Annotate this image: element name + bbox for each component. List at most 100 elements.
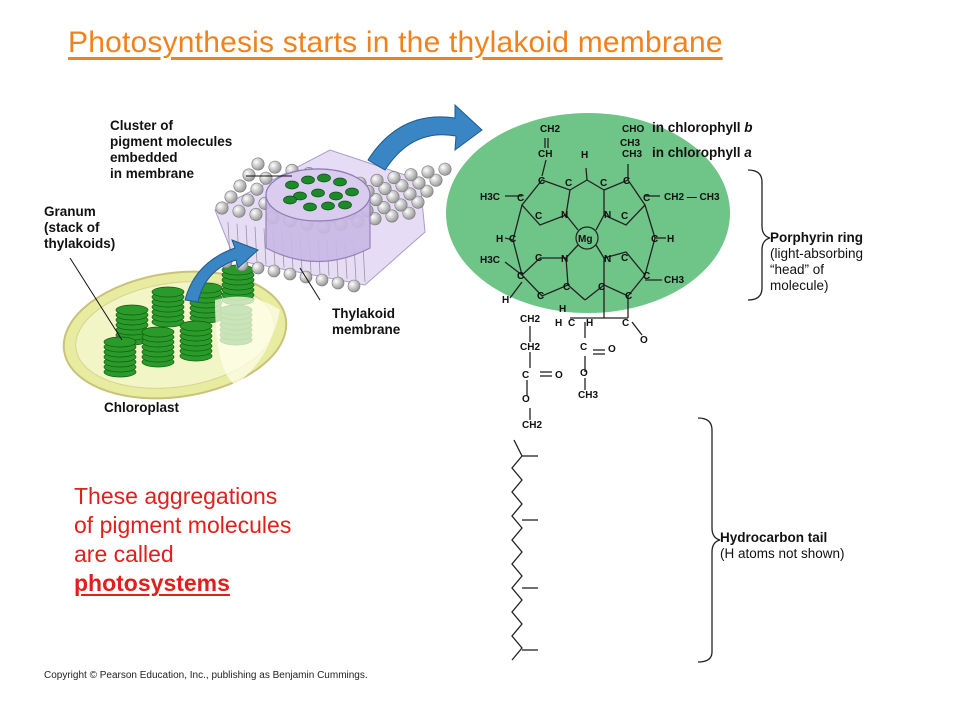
lipid-head xyxy=(386,190,400,204)
atom-ch2: CH2 xyxy=(520,314,540,325)
lipid-head xyxy=(331,276,345,290)
atom-n: N xyxy=(604,254,611,265)
atom-c: C xyxy=(537,291,544,302)
caption: These aggregations of pigment molecules … xyxy=(74,482,291,598)
atom-o: O xyxy=(555,370,563,381)
atom-c: C xyxy=(600,178,607,189)
lipid-head xyxy=(315,273,329,287)
atom-h: H xyxy=(559,304,566,315)
pigment-molecule xyxy=(301,175,315,185)
lipid-head xyxy=(347,279,361,293)
lipid-head xyxy=(259,171,273,185)
lipid-head xyxy=(232,204,246,218)
atom-o: O xyxy=(608,344,616,355)
atom-c: C xyxy=(535,253,542,264)
atom-c: C xyxy=(622,318,629,329)
arrow-to-membrane-icon xyxy=(184,239,259,303)
label-granum: Granum (stack of thylakoids) xyxy=(44,204,115,251)
lipid-head xyxy=(402,206,416,220)
atom-c: C xyxy=(563,282,570,293)
atom-c: C xyxy=(522,370,529,381)
caption-line: are called xyxy=(74,541,174,567)
lipid-head xyxy=(394,198,408,212)
lipid-head xyxy=(395,179,409,193)
atom-h: H xyxy=(667,234,674,245)
atom-n: N xyxy=(561,210,568,221)
pigment-molecule xyxy=(293,191,307,201)
atom-c: C xyxy=(580,342,587,353)
label-hydrocarbon-tail: Hydrocarbon tail (H atoms not shown) xyxy=(720,530,845,561)
atom-c: C xyxy=(568,318,575,329)
atom-ch2ch3: CH2 — CH3 xyxy=(664,192,720,203)
pigment-molecule xyxy=(321,201,335,211)
pigment-molecule xyxy=(338,200,352,210)
atom-c: C xyxy=(621,211,628,222)
label-porphyrin-ring: Porphyrin ring (light-absorbing “head” o… xyxy=(770,230,867,293)
atom-mg: Mg xyxy=(578,234,592,245)
lipid-head xyxy=(385,209,399,223)
pigment-molecule xyxy=(283,195,297,205)
atom-h: H xyxy=(502,295,509,306)
atom-c: C xyxy=(651,234,658,245)
pigment-molecule xyxy=(303,202,317,212)
porphyrin-bracket xyxy=(747,169,771,301)
atom-c: C xyxy=(598,282,605,293)
lipid-head xyxy=(242,168,256,182)
pigment-molecule xyxy=(311,188,325,198)
label-ch3-top: CH3 xyxy=(622,149,642,160)
caption-emphasis: photosystems xyxy=(74,570,230,596)
copyright-notice: Copyright © Pearson Education, Inc., pub… xyxy=(44,670,368,681)
label-chloroplast: Chloroplast xyxy=(104,400,180,415)
slide-title: Photosynthesis starts in the thylakoid m… xyxy=(68,26,723,59)
atom-c: C xyxy=(643,271,650,282)
atom-ch3: CH3 xyxy=(664,275,684,286)
lipid-head xyxy=(283,267,297,281)
atom-c: C xyxy=(535,211,542,222)
pigment-molecule xyxy=(285,180,299,190)
lipid-head xyxy=(215,201,229,215)
atom-c: C xyxy=(565,178,572,189)
porphyrin-ring-highlight xyxy=(446,113,730,313)
magnesium-atom xyxy=(575,226,599,250)
atom-ch: CH xyxy=(538,149,552,160)
caption-line: of pigment molecules xyxy=(74,512,292,538)
lipid-tail xyxy=(362,245,366,283)
lipid-head xyxy=(429,173,443,187)
pigment-molecule xyxy=(317,173,331,183)
atom-c: C xyxy=(517,271,524,282)
thylakoid-disc xyxy=(115,304,149,316)
label-cho: CHO xyxy=(622,124,644,135)
atom-h: H xyxy=(496,234,503,245)
lipid-head xyxy=(387,171,401,185)
lipid-tail xyxy=(263,228,267,265)
thylakoid-disc xyxy=(103,336,137,348)
label-thylakoid-membrane: Thylakoid membrane xyxy=(332,306,401,337)
lipid-head xyxy=(241,193,255,207)
atom-h3c: H3C xyxy=(480,192,500,203)
atom-o: O xyxy=(580,368,588,379)
porphyrin-bonds xyxy=(504,138,666,338)
lipid-tail xyxy=(254,226,258,263)
atom-o: O xyxy=(522,394,530,405)
atom-c: C xyxy=(509,234,516,245)
lipid-head xyxy=(378,182,392,196)
atom-c: C xyxy=(625,291,632,302)
lipid-head xyxy=(412,176,426,190)
atom-h3c: H3C xyxy=(480,255,500,266)
atom-h: H xyxy=(581,150,588,161)
lipid-head xyxy=(249,207,263,221)
atom-ch2: CH2 xyxy=(522,420,542,431)
lipid-head xyxy=(224,190,238,204)
label-chlorophyll-a: in chlorophyll a xyxy=(652,145,752,160)
atom-ch3: CH3 xyxy=(620,138,640,149)
atom-c: C xyxy=(517,193,524,204)
atom-n: N xyxy=(604,210,611,221)
lipid-head xyxy=(251,261,265,275)
arrow-to-chlorophyll-icon xyxy=(367,103,483,171)
atom-c: C xyxy=(621,253,628,264)
atom-ch2: CH2 xyxy=(520,342,540,353)
lipid-head xyxy=(377,201,391,215)
atom-n: N xyxy=(561,254,568,265)
lipid-head xyxy=(233,179,247,193)
